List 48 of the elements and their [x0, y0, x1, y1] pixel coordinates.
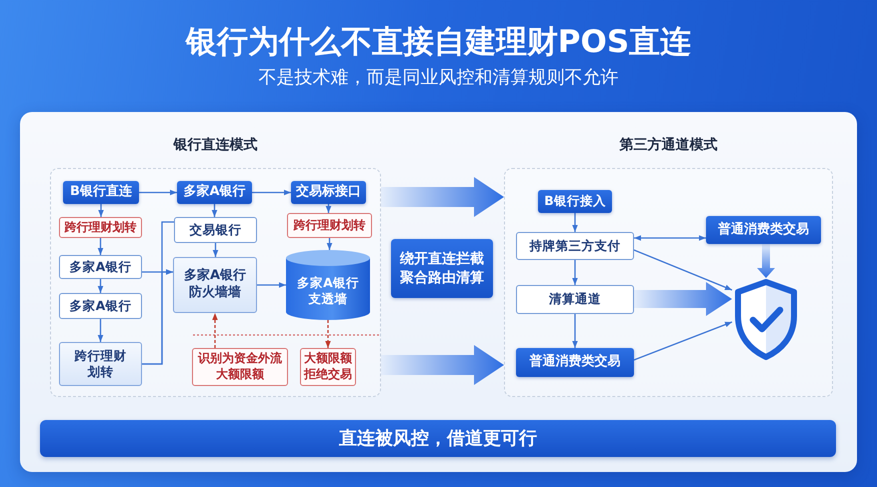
arrow	[326, 238, 332, 250]
warning-box: 识别为资金外流大额限额	[192, 348, 288, 386]
block-arrow	[381, 177, 504, 217]
warning-box: 跨行理财划转	[59, 217, 142, 238]
arrow	[634, 249, 732, 291]
arrow	[257, 282, 286, 288]
arrow	[139, 190, 177, 196]
arrow	[98, 319, 104, 342]
process-box: 持牌第三方支付	[516, 232, 634, 260]
arrow	[572, 314, 578, 348]
process-box: 多家A银行	[59, 293, 142, 319]
connector-line	[142, 221, 174, 365]
arrow	[212, 243, 218, 257]
arrow	[98, 279, 104, 293]
arrow	[98, 204, 104, 217]
arrow	[252, 190, 291, 196]
double-arrow	[634, 235, 706, 241]
arrow	[98, 238, 104, 255]
arrow	[572, 213, 578, 232]
arrow	[634, 321, 732, 361]
process-box: 清算通道	[516, 285, 634, 314]
process-box: 交易银行	[174, 217, 257, 243]
process-box: 多家A银行防火墙墙	[173, 257, 257, 313]
process-box: 多家A银行	[177, 181, 252, 204]
subtitle: 不是技术难，而是同业风控和清算规则不允许	[258, 66, 618, 90]
warning-box: 跨行理财划转	[287, 213, 372, 238]
process-box: 普通消费类交易	[516, 348, 634, 377]
conclusion-bar: 直连被风控，借道更可行	[40, 420, 836, 457]
process-box: 跨行理财划转	[59, 342, 142, 386]
block-arrow	[381, 345, 504, 385]
arrow	[212, 204, 218, 217]
arrow	[326, 204, 332, 213]
warning-box: 大额限额拒绝交易	[300, 348, 356, 386]
arrow	[572, 260, 578, 285]
process-box: 交易标接口	[291, 181, 366, 204]
process-box: B银行直连	[63, 181, 139, 204]
process-box: 绕开直连拦截聚合路由清算	[391, 239, 493, 298]
panel-heading: 第三方通道模式	[620, 136, 718, 155]
title: 银行为什么不直接自建理财POS直连	[186, 23, 692, 62]
arrow	[325, 320, 331, 348]
process-box: B银行接入	[538, 190, 612, 213]
block-arrow	[757, 244, 775, 278]
shield-icon	[732, 278, 800, 361]
block-arrow	[634, 282, 732, 316]
process-box: 多家A银行	[59, 255, 142, 279]
panel-heading: 银行直连模式	[174, 136, 258, 155]
process-box: 普通消费类交易	[706, 216, 821, 244]
arrow	[212, 313, 218, 348]
